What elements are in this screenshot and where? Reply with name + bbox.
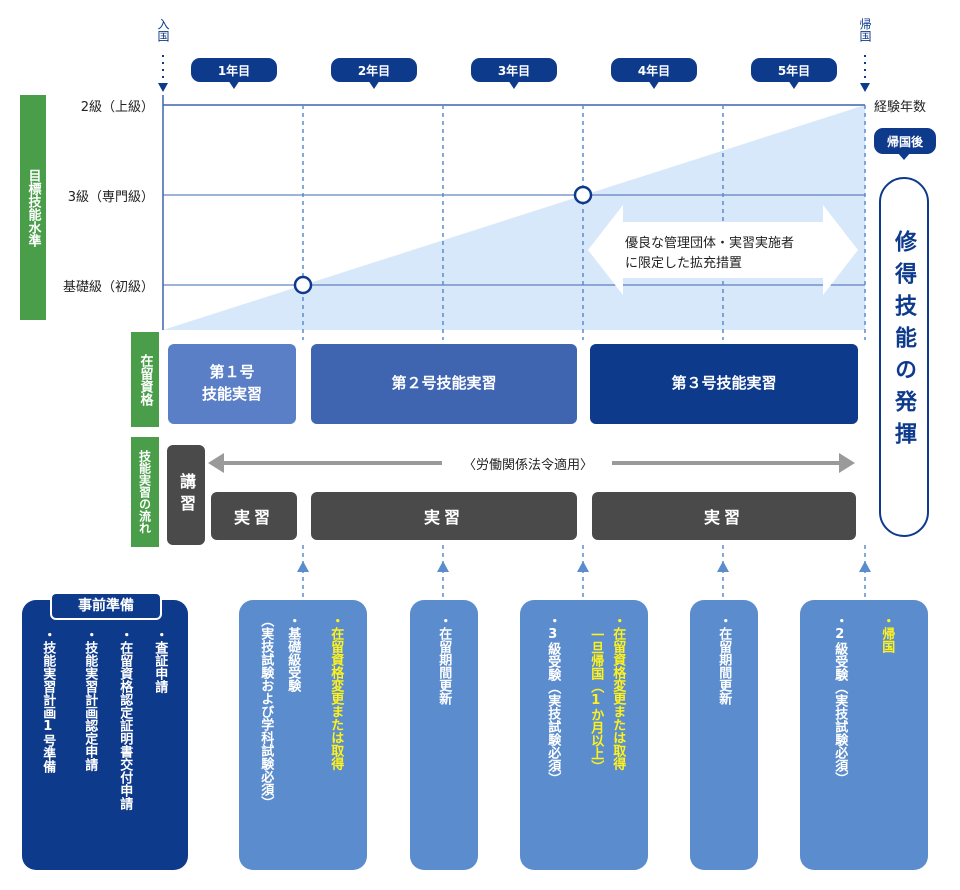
year-pill-5: 5年目 <box>751 58 837 82</box>
labor-law-left-arrow <box>208 453 224 473</box>
card-5-item-1: ・2級受験（実技試験必須） <box>832 614 848 785</box>
skill-result-box <box>879 177 929 537</box>
status-phase-1: 第１号技能実習 <box>168 344 296 424</box>
card-4-item-1: ・在留期間更新 <box>716 614 732 705</box>
y-level-2: 2級（上級） <box>80 100 154 115</box>
card-1-item-2: （実技試験および学科試験必須） <box>258 614 274 809</box>
start-arrow-icon <box>158 83 168 92</box>
flow-row-label: 技能実習の流れ <box>131 437 159 547</box>
skill-result-text: 修得技能の発揮 <box>891 230 916 454</box>
year-pill-2: 2年目 <box>331 58 417 82</box>
card-3-item-1: ・3級受験（実技試験必須） <box>545 614 561 785</box>
card-1-item-3: ・在留資格変更または取得 <box>328 614 344 770</box>
card-5-item-2: ・帰国 <box>879 614 895 653</box>
event-card-5 <box>800 600 928 870</box>
prep-step-1: ・技能実習計画1号準備 <box>40 628 56 773</box>
status-phase-3: 第３号技能実習 <box>590 344 858 424</box>
year-pill-4: 4年目 <box>611 58 697 82</box>
event-card-4 <box>690 600 758 870</box>
event-card-1 <box>239 600 367 870</box>
prep-step-3: ・在留資格認定証明書交付申請 <box>117 628 133 810</box>
event-card-3 <box>520 600 648 870</box>
x-axis-label: 経験年数 <box>874 100 927 115</box>
after-return-pill: 帰国後 <box>874 128 936 154</box>
start-label: 入国 <box>156 18 170 42</box>
card-1-item-1: ・基礎級受験 <box>285 614 301 692</box>
card-3-item-3: 一旦帰国（1か月以上） <box>588 628 604 773</box>
y-level-basic: 基礎級（初級） <box>62 280 154 295</box>
labor-law-label: 〈労働関係法令適用〉 <box>448 454 608 473</box>
extension-note: 優良な管理団体・実習実施者 に限定した拡充措置 <box>625 236 795 271</box>
skill-growth-area <box>163 105 865 330</box>
event-card-2 <box>410 600 478 870</box>
status-row-label: 在留資格 <box>131 332 159 427</box>
status-phase-2: 第２号技能実習 <box>311 344 577 424</box>
labor-law-right-arrow <box>839 453 855 473</box>
prep-box <box>22 600 188 870</box>
milestone-level-3 <box>573 185 593 205</box>
end-arrow-icon <box>860 83 870 92</box>
y-level-3: 3級（専門級） <box>67 190 154 205</box>
card-2-item-1: ・在留期間更新 <box>436 614 452 705</box>
practice-phase-1: 実習 <box>211 492 297 540</box>
card-3-item-2: ・在留資格変更または取得 <box>610 614 626 770</box>
prep-step-2: ・技能実習計画認定申請 <box>82 628 98 771</box>
y-axis-title: 目標技能水準 <box>20 95 46 320</box>
prep-title: 事前準備 <box>50 592 162 620</box>
practice-phase-2: 実習 <box>311 492 577 540</box>
prep-step-4: ・査証申請 <box>152 628 168 693</box>
lecture-box: 講習 <box>167 445 205 545</box>
year-pill-3: 3年目 <box>471 58 557 82</box>
extension-double-arrow <box>588 205 858 295</box>
practice-phase-3: 実習 <box>592 492 856 540</box>
year-pill-1: 1年目 <box>191 58 277 82</box>
end-label: 帰国 <box>858 18 872 42</box>
milestone-basic <box>293 275 313 295</box>
